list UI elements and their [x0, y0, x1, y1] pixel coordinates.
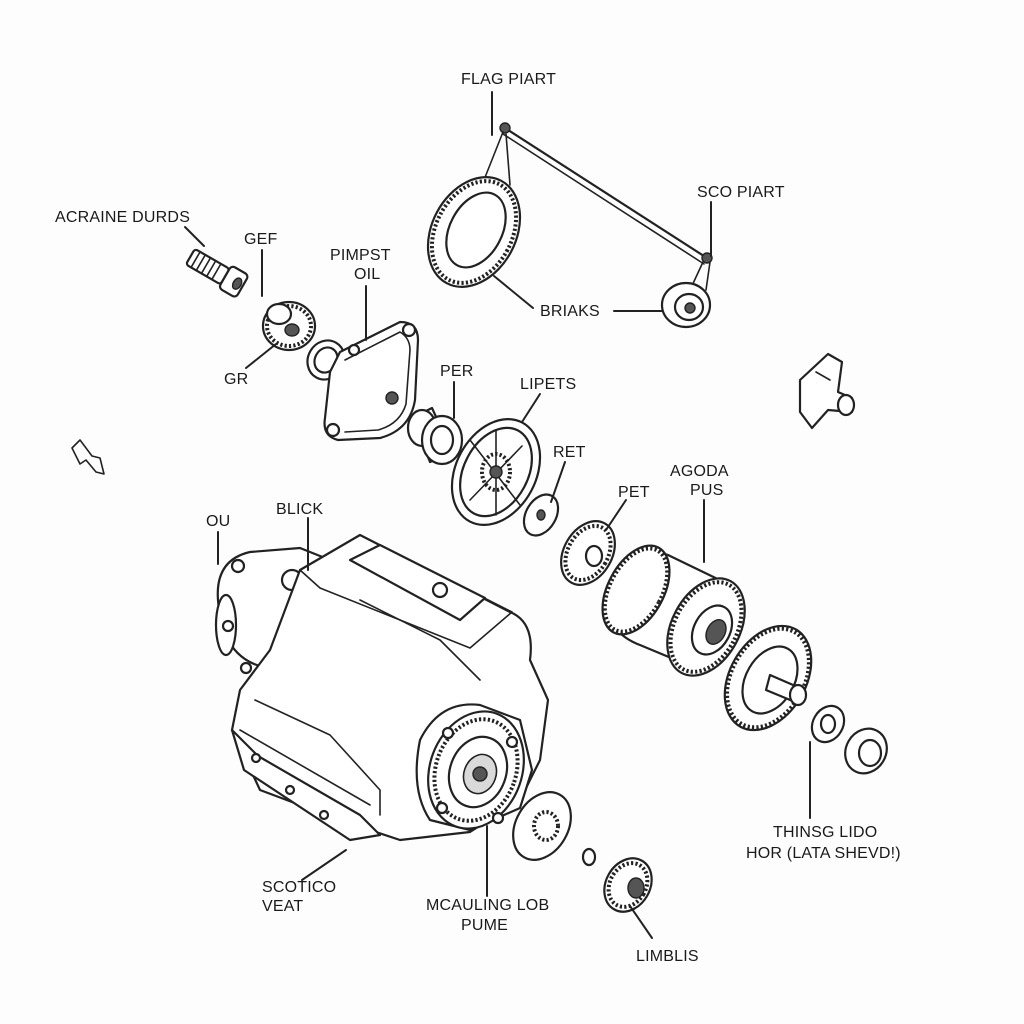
limblis-nut — [603, 857, 653, 913]
label-thinsg-hor: HOR (LATA SHEVD!) — [746, 845, 901, 862]
label-per: PER — [440, 363, 474, 380]
sco-pulley — [660, 281, 712, 329]
leader-lines — [184, 91, 811, 939]
label-scotico: SCOTICO — [262, 879, 336, 896]
flag-part-assembly — [426, 122, 713, 329]
rod-end-left — [499, 122, 511, 134]
labels: FLAG PIART SCO PIART BRIAKS ACRAINE DURD… — [55, 71, 901, 965]
gef-gear — [261, 300, 317, 352]
label-mcauling-pume: PUME — [461, 917, 508, 934]
label-pet: PET — [618, 484, 650, 501]
label-scotico-veat: VEAT — [262, 898, 303, 915]
acraine-bolt — [185, 248, 249, 298]
label-ret: RET — [553, 444, 586, 461]
label-pimpst: PIMPST — [330, 247, 391, 264]
label-pimpst-oil: OIL — [354, 266, 380, 283]
right-bracket — [798, 352, 856, 430]
label-thinsg: THINSG LIDO — [773, 824, 877, 841]
label-acraine-durds: ACRAINE DURDS — [55, 209, 190, 226]
label-gr: GR — [224, 371, 248, 388]
ret-washer — [522, 493, 560, 537]
small-rings — [810, 704, 888, 775]
label-gef: GEF — [244, 231, 278, 248]
label-mcauling: MCAULING LOB — [426, 897, 549, 914]
left-clip — [71, 439, 105, 475]
label-agoda-pus: PUS — [690, 482, 724, 499]
label-agoda: AGODA — [670, 463, 729, 480]
sprocket — [723, 624, 813, 732]
label-flag-part: FLAG PIART — [461, 71, 556, 88]
label-ou: OU — [206, 513, 230, 530]
label-briaks: BRIAKS — [540, 303, 600, 320]
label-lipets: LIPETS — [520, 376, 576, 393]
ring-gear — [426, 176, 522, 288]
front-seal — [512, 791, 572, 861]
lipets-wheel — [450, 418, 542, 526]
label-blick: BLICK — [276, 501, 323, 518]
label-limblis: LIMBLIS — [636, 948, 699, 965]
tiny-washer — [581, 847, 597, 867]
per-bushing — [406, 406, 464, 466]
rod-end-right — [701, 252, 713, 264]
pimpst-plate — [323, 320, 420, 442]
flag-rod — [503, 126, 709, 260]
pet-gear-ring — [560, 520, 616, 586]
engine-block — [214, 533, 550, 842]
label-sco-part: SCO PIART — [697, 184, 785, 201]
agoda-drum — [601, 544, 746, 677]
